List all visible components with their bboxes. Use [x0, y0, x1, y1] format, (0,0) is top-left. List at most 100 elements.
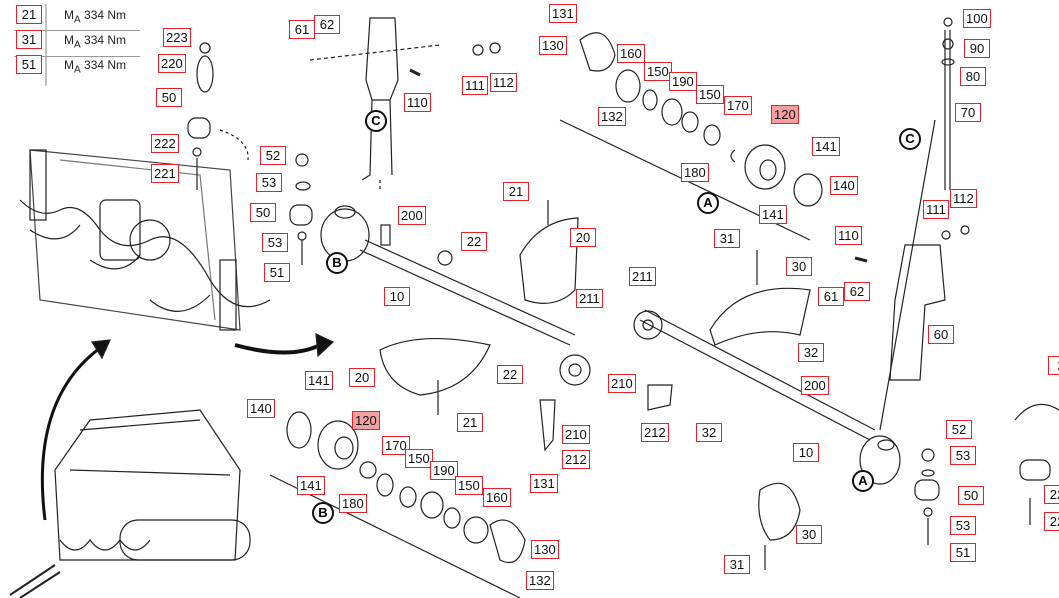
- part-callout: 31: [724, 555, 750, 574]
- part-callout: 20: [349, 368, 375, 387]
- part-callout: 111: [462, 76, 488, 95]
- part-callout: 132: [526, 571, 554, 590]
- part-callout: 141: [297, 476, 325, 495]
- part-callout: 150: [644, 62, 672, 81]
- part-callout: 141: [812, 137, 840, 156]
- part-callout: 141: [305, 371, 333, 390]
- torque-row: 31 MA 334 Nm: [10, 29, 130, 54]
- paver-vehicle-illustration: [9, 409, 251, 598]
- part-callout: 160: [483, 488, 511, 507]
- part-callout: 140: [830, 176, 858, 195]
- detail-ref-a: A: [852, 470, 874, 492]
- part-callout: 62: [314, 15, 340, 34]
- part-callout: 32: [798, 343, 824, 362]
- part-number: 21: [16, 5, 42, 24]
- divider: [14, 30, 140, 31]
- part-callout: 53: [262, 233, 288, 252]
- part-callout: 51: [264, 263, 290, 282]
- part-callout: 20: [570, 228, 596, 247]
- part-callout: 131: [549, 4, 577, 23]
- part-callout: 170: [382, 436, 410, 455]
- part-callout: 111: [923, 200, 949, 219]
- detail-ref-c: C: [365, 110, 387, 132]
- detail-ref-c: C: [899, 128, 921, 150]
- part-callout: 10: [384, 287, 410, 306]
- torque-value: MA 334 Nm: [64, 33, 127, 51]
- part-callout: 2: [1048, 356, 1059, 375]
- part-callout: 220: [158, 54, 186, 73]
- part-callout: 90: [964, 39, 990, 58]
- part-callout: 51: [950, 543, 976, 562]
- part-callout: 21: [457, 413, 483, 432]
- part-callout: 223: [163, 28, 191, 47]
- part-callout: 131: [530, 474, 558, 493]
- part-callout: 110: [835, 226, 862, 245]
- part-callout: 180: [681, 163, 709, 182]
- torque-row: 21 MA 334 Nm: [10, 4, 130, 29]
- part-callout: 211: [629, 267, 656, 286]
- part-callout: 52: [260, 146, 286, 165]
- part-callout: 60: [928, 325, 954, 344]
- part-callout: 120: [352, 411, 380, 430]
- part-callout: 30: [796, 525, 822, 544]
- part-callout: 120: [771, 105, 799, 124]
- part-callout: 50: [156, 88, 182, 107]
- torque-value: MA 334 Nm: [64, 58, 127, 76]
- part-callout: 61: [818, 287, 844, 306]
- part-callout: 80: [960, 67, 986, 86]
- part-callout: 53: [950, 516, 976, 535]
- auger-frame-illustration: [19, 149, 271, 331]
- part-callout: 150: [455, 476, 483, 495]
- torque-value: MA 334 Nm: [64, 8, 127, 26]
- part-callout: 110: [404, 93, 431, 112]
- torque-row: 51 MA 334 Nm: [10, 54, 130, 79]
- detail-ref-a: A: [697, 192, 719, 214]
- part-callout: 130: [531, 540, 559, 559]
- part-callout: 22: [497, 365, 523, 384]
- detail-ref-b: B: [326, 252, 348, 274]
- part-callout: 160: [617, 44, 645, 63]
- part-callout: 222: [151, 134, 179, 153]
- part-callout: 32: [696, 423, 722, 442]
- part-callout: 50: [250, 203, 276, 222]
- part-callout: 210: [562, 425, 590, 444]
- part-callout: 21: [503, 182, 529, 201]
- part-callout: 31: [714, 229, 740, 248]
- part-callout: 22: [1044, 512, 1059, 531]
- part-callout: 112: [490, 73, 517, 92]
- part-callout: 30: [786, 257, 812, 276]
- part-callout: 211: [576, 289, 603, 308]
- part-callout: 10: [793, 443, 819, 462]
- part-callout: 53: [950, 446, 976, 465]
- part-callout: 100: [963, 9, 991, 28]
- part-callout: 221: [151, 164, 179, 183]
- part-callout: 130: [539, 36, 567, 55]
- part-callout: 52: [946, 420, 972, 439]
- part-callout: 112: [950, 189, 977, 208]
- part-callout: 212: [641, 423, 669, 442]
- part-callout: 141: [759, 205, 787, 224]
- part-callout: 150: [696, 85, 724, 104]
- part-callout: 200: [801, 376, 829, 395]
- part-number: 51: [16, 55, 42, 74]
- divider: [14, 56, 140, 57]
- part-callout: 50: [958, 486, 984, 505]
- part-callout: 22: [461, 232, 487, 251]
- part-callout: 212: [562, 450, 590, 469]
- detail-ref-b: B: [312, 502, 334, 524]
- part-callout: 190: [669, 72, 697, 91]
- part-callout: 210: [608, 374, 636, 393]
- part-callout: 22: [1044, 485, 1059, 504]
- part-number: 31: [16, 30, 42, 49]
- part-callout: 70: [955, 103, 981, 122]
- part-callout: 150: [405, 449, 433, 468]
- arrow-right: [234, 343, 321, 355]
- part-callout: 200: [398, 206, 426, 225]
- part-callout: 140: [247, 399, 275, 418]
- part-callout: 132: [598, 107, 626, 126]
- part-callout: 53: [256, 173, 282, 192]
- part-callout: 170: [724, 96, 752, 115]
- arrow-up: [40, 346, 101, 521]
- part-callout: 61: [289, 20, 315, 39]
